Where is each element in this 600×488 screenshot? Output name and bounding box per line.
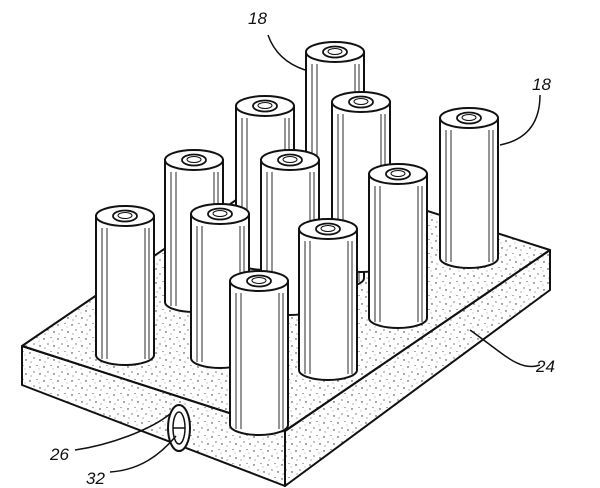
cell-terminal bbox=[322, 45, 348, 59]
leader-cell-right bbox=[499, 94, 541, 146]
leader-tab-inner bbox=[109, 435, 177, 473]
cell-terminal bbox=[252, 99, 278, 113]
cell-terminal-inner bbox=[282, 156, 298, 163]
cell-terminal-inner bbox=[461, 114, 477, 121]
label-cell-right: 18 bbox=[532, 75, 551, 94]
cell-terminal bbox=[246, 274, 272, 288]
cell-terminal-inner bbox=[117, 212, 133, 219]
cell-terminal bbox=[181, 153, 207, 167]
cell-terminal bbox=[112, 209, 138, 223]
leader-tab bbox=[74, 413, 171, 451]
cell-terminal-inner bbox=[353, 98, 369, 105]
cell-terminal bbox=[456, 111, 482, 125]
cell-body bbox=[95, 215, 155, 366]
cell-body bbox=[368, 173, 428, 329]
label-tab: 26 bbox=[49, 445, 69, 464]
cell-body bbox=[229, 280, 289, 436]
cell-cylinder bbox=[298, 218, 358, 381]
cell-array bbox=[95, 41, 499, 436]
cell-body bbox=[439, 117, 499, 269]
cell-terminal bbox=[385, 167, 411, 181]
cell-terminal-inner bbox=[327, 48, 343, 55]
reference-numerals: 18 18 24 26 32 bbox=[49, 9, 555, 488]
cell-cylinder bbox=[229, 270, 289, 436]
cell-terminal-inner bbox=[212, 210, 228, 217]
cell-terminal-inner bbox=[251, 277, 267, 284]
cell-terminal-inner bbox=[257, 102, 273, 109]
leader-lines bbox=[74, 34, 541, 473]
cell-cylinder bbox=[368, 163, 428, 329]
cell-terminal bbox=[277, 153, 303, 167]
cell-cylinder bbox=[95, 205, 155, 366]
base-right-face bbox=[284, 249, 551, 487]
label-cell-top: 18 bbox=[248, 9, 267, 28]
cell-terminal bbox=[348, 95, 374, 109]
leader-cell-top bbox=[267, 34, 306, 71]
label-tab-inner: 32 bbox=[86, 469, 105, 488]
cell-terminal-inner bbox=[320, 225, 336, 232]
cell-cylinder bbox=[439, 107, 499, 269]
leader-base bbox=[469, 329, 541, 368]
cell-terminal bbox=[207, 207, 233, 221]
cell-body bbox=[298, 228, 358, 381]
cell-terminal bbox=[315, 222, 341, 236]
terminal-tab bbox=[167, 404, 191, 452]
label-base: 24 bbox=[535, 357, 555, 376]
cell-terminal-inner bbox=[390, 170, 406, 177]
cell-terminal-inner bbox=[186, 156, 202, 163]
